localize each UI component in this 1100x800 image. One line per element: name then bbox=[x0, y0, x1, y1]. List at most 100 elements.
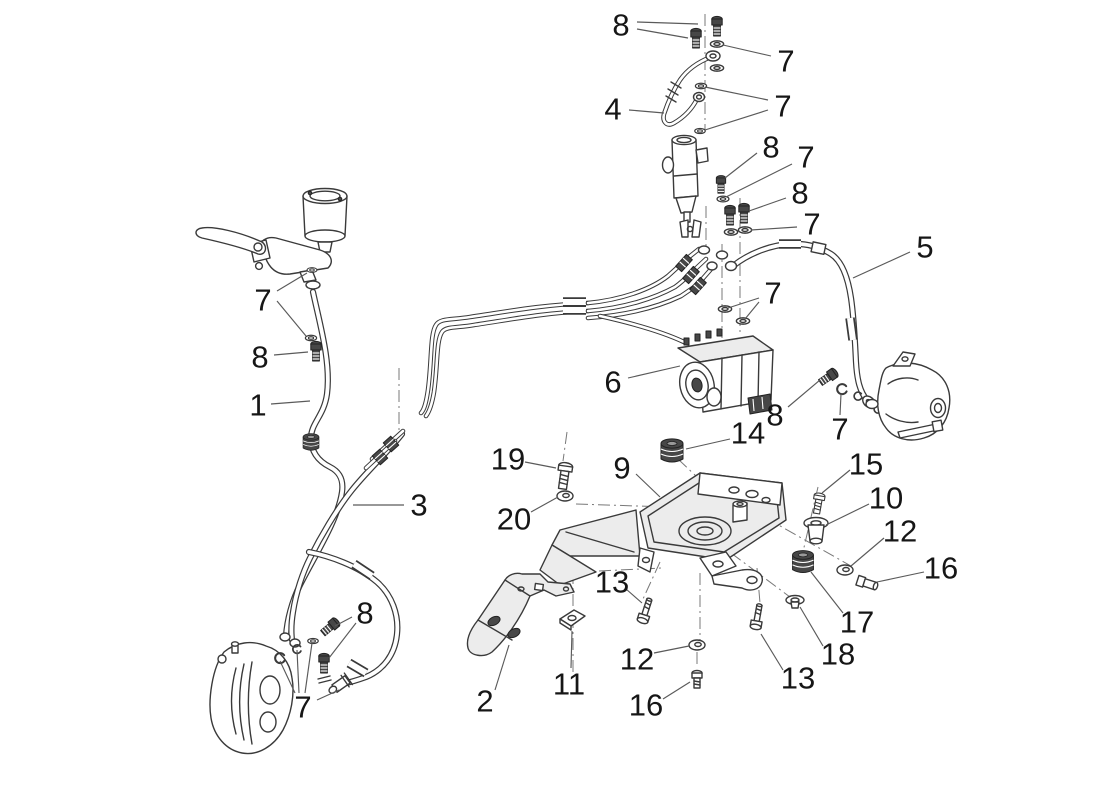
leader-line bbox=[328, 622, 357, 659]
callout-17: 17 bbox=[840, 605, 874, 640]
hose-union bbox=[810, 241, 827, 256]
leader-line bbox=[296, 649, 300, 694]
callout-8: 8 bbox=[766, 398, 783, 433]
leader-line bbox=[625, 588, 643, 604]
rear-brake-hose bbox=[724, 239, 876, 409]
callout-18: 18 bbox=[821, 637, 855, 672]
brake-lines bbox=[282, 50, 876, 688]
abs-to-caliper-hose bbox=[288, 430, 406, 644]
leader-line bbox=[704, 109, 769, 131]
leader-line bbox=[725, 163, 793, 198]
leader-line bbox=[810, 571, 844, 614]
leader-line bbox=[304, 642, 313, 694]
leader-line bbox=[724, 152, 758, 179]
callout-13: 13 bbox=[781, 661, 815, 696]
front-caliper-fittings bbox=[274, 616, 354, 694]
callout-7: 7 bbox=[803, 207, 820, 242]
leader-line bbox=[825, 503, 870, 526]
leader-line bbox=[524, 461, 557, 469]
leader-line bbox=[850, 537, 885, 567]
callout-15: 15 bbox=[849, 447, 883, 482]
leader-line bbox=[570, 630, 573, 669]
leader-line bbox=[787, 379, 821, 408]
washer-12-bottom bbox=[688, 639, 706, 651]
callout-7: 7 bbox=[774, 89, 791, 124]
leader-line bbox=[760, 633, 784, 671]
leader-line bbox=[276, 300, 307, 337]
rear-brake-caliper bbox=[865, 351, 951, 441]
guard-plate bbox=[466, 572, 575, 657]
callout-8: 8 bbox=[356, 596, 373, 631]
abs-bracket bbox=[539, 472, 787, 591]
callout-7: 7 bbox=[254, 283, 271, 318]
leader-line bbox=[722, 44, 772, 57]
leader-line bbox=[876, 571, 925, 583]
leader-line bbox=[636, 28, 689, 39]
leader-line bbox=[270, 400, 311, 405]
callout-16: 16 bbox=[924, 551, 958, 586]
caliper-loop-hose bbox=[305, 548, 401, 688]
leader-line bbox=[662, 681, 691, 700]
leader-line bbox=[744, 301, 760, 320]
callout-3: 3 bbox=[410, 488, 427, 523]
callout-20: 20 bbox=[497, 502, 531, 537]
callout-10: 10 bbox=[869, 481, 903, 516]
front-brake-caliper bbox=[209, 632, 301, 755]
leader-line bbox=[276, 272, 308, 292]
leader-line bbox=[530, 496, 559, 513]
callout-7: 7 bbox=[831, 412, 848, 447]
callout-12: 12 bbox=[883, 514, 917, 549]
bolt-16-right bbox=[855, 574, 880, 593]
front-master-cylinder bbox=[195, 187, 348, 290]
leader-line bbox=[279, 660, 296, 694]
callout-11: 11 bbox=[553, 667, 585, 702]
junction-hard-lines bbox=[363, 297, 591, 471]
leader-line bbox=[750, 226, 798, 231]
washer-18 bbox=[785, 594, 805, 609]
leader-line bbox=[653, 645, 690, 654]
bolt-16-bottom bbox=[691, 669, 703, 689]
bolt-13-right bbox=[749, 602, 766, 632]
leader-line bbox=[727, 297, 760, 309]
callout-4: 4 bbox=[604, 92, 621, 127]
callout-7: 7 bbox=[764, 276, 781, 311]
rubber-grommet-17 bbox=[792, 550, 814, 574]
callout-19: 19 bbox=[491, 442, 525, 477]
rear-mc-bundle bbox=[585, 245, 729, 345]
callout-12: 12 bbox=[620, 642, 654, 677]
leader-line bbox=[627, 365, 681, 379]
leader-line bbox=[685, 438, 731, 450]
leader-line bbox=[852, 251, 911, 279]
callout-7: 7 bbox=[294, 690, 311, 725]
callout-7: 7 bbox=[777, 44, 794, 79]
callout-8: 8 bbox=[791, 176, 808, 211]
callout-9: 9 bbox=[613, 451, 630, 486]
callout-6: 6 bbox=[604, 365, 621, 400]
clip-11 bbox=[559, 609, 586, 631]
leader-line bbox=[636, 21, 699, 25]
callout-8: 8 bbox=[612, 8, 629, 43]
callout-14: 14 bbox=[731, 416, 765, 451]
leader-line bbox=[273, 351, 309, 356]
leader-line bbox=[494, 644, 510, 691]
rear-master-cylinder bbox=[661, 127, 709, 238]
callout-13: 13 bbox=[595, 565, 629, 600]
rear-brake-pipe bbox=[661, 50, 721, 127]
callout-1: 1 bbox=[249, 388, 266, 423]
screw-19-washer-20 bbox=[554, 461, 574, 502]
callout-2: 2 bbox=[476, 684, 493, 719]
leader-line bbox=[799, 606, 824, 647]
leader-line bbox=[839, 393, 842, 416]
leader-line bbox=[704, 86, 769, 101]
bushing-10 bbox=[803, 516, 829, 545]
leader-line bbox=[316, 689, 340, 701]
leader-line bbox=[334, 616, 353, 627]
leader-line bbox=[628, 109, 665, 114]
leader-line bbox=[635, 473, 661, 498]
callout-16: 16 bbox=[629, 688, 663, 723]
callout-8: 8 bbox=[762, 130, 779, 165]
callout-7: 7 bbox=[797, 140, 814, 175]
